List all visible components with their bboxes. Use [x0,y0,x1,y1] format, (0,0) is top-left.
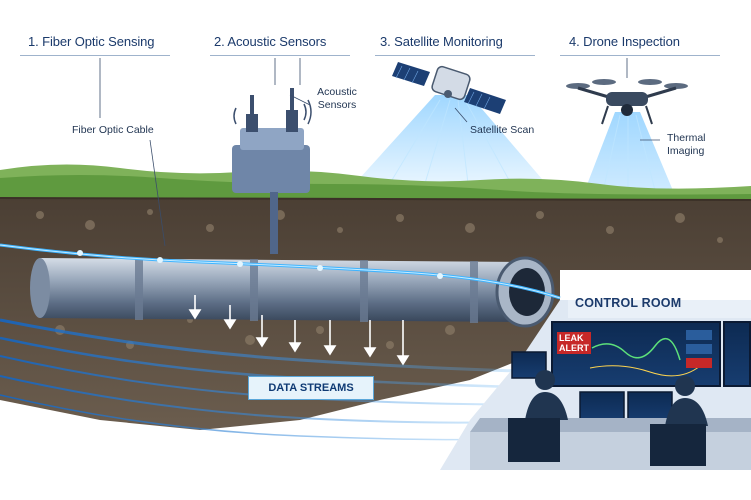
satellite-icon [392,62,506,114]
header-rule-1 [20,55,170,56]
drone-icon [566,79,688,125]
label-thermal-line2: Imaging [667,145,705,157]
control-room [440,300,751,470]
label-acoustic-line2: Sensors [317,99,357,111]
label-thermal-imaging: Thermal Imaging [667,132,706,158]
header-rule-4 [560,55,720,56]
header-fiber-optic-sensing: 1. Fiber Optic Sensing [28,34,155,49]
leak-alert-badge: LEAK ALERT [557,332,591,354]
data-stream-arrows [188,295,410,366]
leak-alert-line2: ALERT [559,343,589,353]
fiber-optic-line [0,243,561,300]
pipeline [30,256,555,328]
label-fiber-optic-cable: Fiber Optic Cable [72,124,154,136]
satellite-beam [340,95,560,201]
header-rule-2 [210,55,350,56]
grass-strip [0,164,751,204]
control-room-title: CONTROL ROOM [575,296,682,310]
leak-alert-line1: LEAK [559,333,584,343]
header-acoustic-sensors: 2. Acoustic Sensors [214,34,327,49]
header-satellite-monitoring: 3. Satellite Monitoring [380,34,503,49]
label-satellite-scan: Satellite Scan [470,124,535,136]
leader-lines [99,58,660,247]
data-streams-label: DATA STREAMS [248,376,374,400]
label-acoustic-sensors: Acoustic Sensors [314,86,360,112]
label-acoustic-line1: Acoustic [317,86,357,98]
acoustic-sensor-station [232,88,312,254]
header-drone-inspection: 4. Drone Inspection [569,34,680,49]
label-thermal-line1: Thermal [667,132,706,144]
header-rule-3 [375,55,535,56]
